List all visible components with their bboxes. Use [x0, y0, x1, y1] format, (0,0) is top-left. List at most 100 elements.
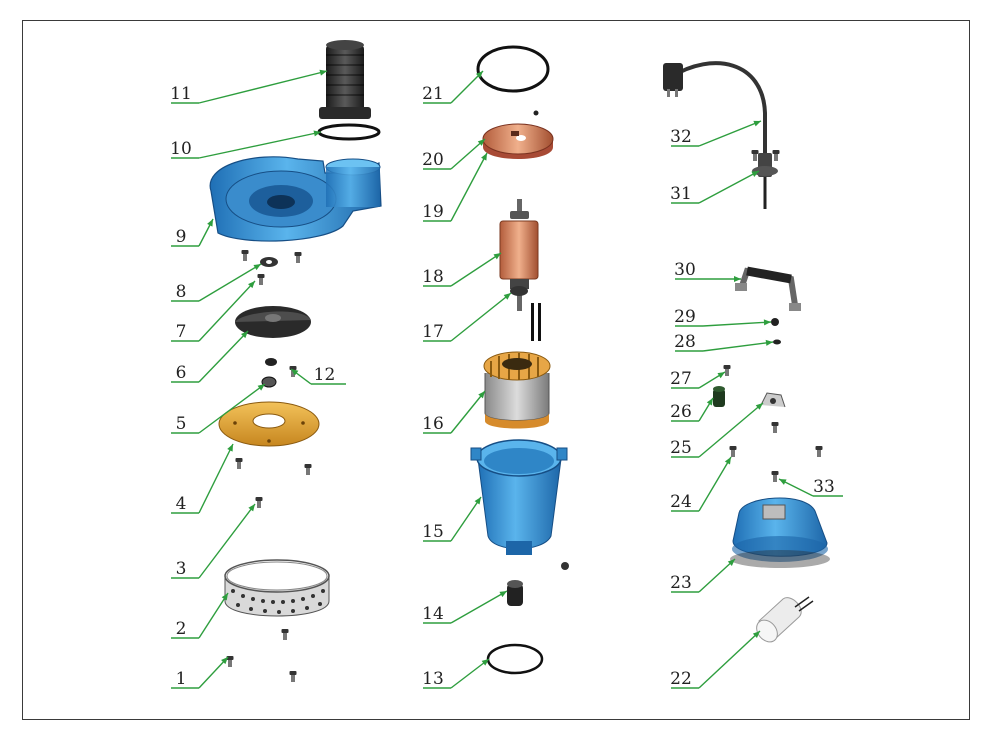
callout-number-label: 8: [176, 282, 187, 302]
callout-number-label: 27: [670, 369, 692, 389]
callout-number-label: 16: [422, 414, 444, 434]
callout-leader-line: [698, 402, 764, 458]
callout-arrowhead: [717, 372, 725, 379]
o-ring-part: [486, 643, 544, 675]
callout-arrowhead: [477, 139, 485, 146]
callout-3: 3: [171, 503, 256, 579]
callout-arrowhead: [221, 657, 228, 665]
callout-number-label: 25: [670, 438, 692, 458]
callout-leader-line: [450, 292, 512, 342]
motor-housing-part: [470, 439, 568, 555]
callout-19: 19: [422, 152, 488, 222]
callout-16: 16: [422, 390, 486, 434]
callout-leader-line: [450, 70, 484, 104]
callout-arrowhead: [481, 659, 489, 666]
screw-part: [723, 365, 731, 376]
callout-number-label: 14: [422, 604, 444, 624]
callout-leader-line: [698, 120, 762, 147]
callout-number-label: 29: [674, 307, 696, 327]
callout-10: 10: [170, 130, 322, 159]
callout-leader-line: [198, 656, 229, 689]
callout-29: 29: [674, 307, 772, 327]
callout-leader-line: [450, 658, 490, 689]
callout-31: 31: [670, 170, 760, 204]
pump-volute-housing-part: [209, 156, 382, 242]
screw-part: [771, 471, 779, 482]
callout-15: 15: [422, 496, 482, 542]
callout-leader-line: [198, 330, 249, 383]
callout-leader-line: [698, 456, 732, 512]
bolt-part: [257, 274, 265, 285]
callout-30: 30: [674, 260, 741, 282]
callout-9: 9: [171, 218, 214, 247]
cable-grommet-part: [751, 150, 780, 209]
callout-arrowhead: [253, 264, 261, 271]
callout-number-label: 19: [422, 202, 444, 222]
callout-leader-line: [198, 263, 262, 302]
callout-leader-line: [450, 138, 486, 170]
callout-leader-line: [698, 170, 760, 204]
bolt-part: [289, 671, 297, 682]
callout-13: 13: [422, 658, 490, 689]
callout-number-label: 15: [422, 522, 444, 542]
callout-arrowhead: [499, 591, 507, 598]
bolt-part: [241, 250, 249, 261]
callout-20: 20: [422, 138, 486, 170]
screw-part: [729, 446, 737, 457]
callout-arrowhead: [291, 369, 299, 376]
callout-14: 14: [422, 590, 508, 624]
callout-11: 11: [170, 69, 328, 104]
callout-arrowhead: [779, 479, 787, 485]
bolt-part: [281, 629, 289, 640]
carry-handle-part: [735, 266, 801, 311]
bolt-part: [304, 464, 312, 475]
callout-number-label: 32: [670, 127, 692, 147]
callout-arrowhead: [763, 319, 771, 326]
screw-part: [561, 562, 569, 570]
callout-27: 27: [670, 369, 726, 389]
callout-number-label: 2: [176, 619, 187, 639]
callout-28: 28: [674, 332, 774, 352]
callout-arrowhead: [475, 71, 483, 79]
callout-number-label: 4: [176, 494, 187, 514]
callout-leader-line: [450, 390, 486, 434]
callout-arrowhead: [257, 384, 265, 391]
callout-22: 22: [670, 630, 761, 689]
callout-leader-line: [198, 592, 229, 639]
callout-number-label: 12: [314, 365, 336, 385]
nut-part: [265, 358, 277, 366]
callout-leader-line: [198, 383, 266, 434]
washer-hole: [266, 260, 272, 264]
callout-8: 8: [171, 263, 262, 302]
callout-7: 7: [171, 280, 256, 342]
callout-leader-line: [198, 280, 256, 342]
callout-arrowhead: [221, 593, 228, 601]
callout-4: 4: [171, 443, 234, 514]
bolt-part: [255, 497, 263, 508]
callout-leader-line: [198, 70, 328, 104]
callout-number-label: 26: [670, 402, 692, 422]
callout-number-label: 23: [670, 573, 692, 593]
callout-arrowhead: [755, 403, 763, 410]
callout-leader-line: [450, 152, 488, 222]
cable-clamp-part: [760, 392, 786, 408]
impeller-part: [235, 306, 311, 338]
power-cord-with-plug-part: [663, 61, 767, 153]
callout-leader-line: [698, 630, 761, 689]
callout-number-label: 13: [422, 669, 444, 689]
callout-arrowhead: [753, 120, 761, 127]
callout-number-label: 3: [176, 559, 187, 579]
bearing-part: [510, 286, 528, 296]
callout-layer: 1234567891011121314151617181920212223242…: [170, 69, 843, 689]
callout-arrowhead: [724, 457, 731, 465]
washer-part: [773, 339, 781, 345]
callout-arrowhead: [319, 69, 327, 76]
callout-number-label: 21: [422, 84, 444, 104]
callout-26: 26: [670, 397, 714, 422]
cable-gland-part: [713, 386, 725, 407]
top-cover-part: [730, 497, 830, 568]
callout-arrowhead: [503, 293, 511, 300]
callout-number-label: 1: [176, 669, 187, 689]
screw-part: [771, 422, 779, 433]
